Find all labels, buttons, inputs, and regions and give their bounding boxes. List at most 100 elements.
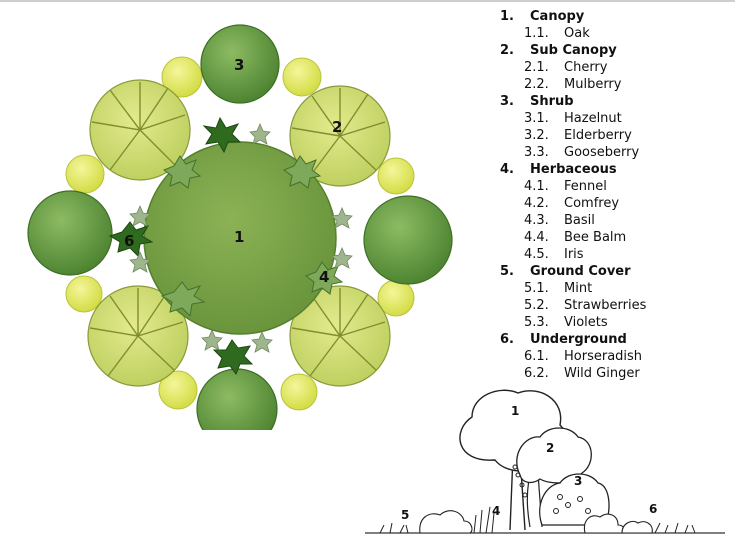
- legend-item-name: Oak: [564, 26, 590, 41]
- ground-star: [129, 250, 151, 273]
- ground-star: [331, 206, 353, 229]
- legend-group-number: 1.: [500, 9, 514, 24]
- legend-item-number: 5.3.: [524, 315, 549, 330]
- legend-item-name: Mint: [564, 281, 593, 296]
- legend-item-number: 3.1.: [524, 111, 549, 126]
- legend-item: 4.5.Iris: [500, 246, 730, 263]
- legend-item-name: Fennel: [564, 179, 607, 194]
- legend-item-name: Horseradish: [564, 349, 643, 364]
- legend-item: 4.2. Comfrey: [500, 195, 730, 212]
- legend-item-name: Hazelnut: [564, 111, 622, 126]
- legend-item: 1.1. Oak: [500, 25, 730, 42]
- plan-label: 2: [332, 118, 342, 136]
- legend-item-number: 4.4.: [524, 230, 549, 245]
- berry-dot: [577, 496, 583, 502]
- berry-dot: [565, 502, 571, 508]
- legend-group-header: 6. Underground: [500, 331, 730, 348]
- guild-profile-sketch: 1 2 3 4 5 6: [365, 389, 725, 534]
- legend-item: 3.1. Hazelnut: [500, 110, 730, 127]
- legend-item-name: Bee Balm: [564, 230, 627, 245]
- herb-star: [162, 155, 202, 189]
- herb-star: [202, 116, 242, 154]
- berry-dot: [522, 492, 528, 498]
- ground-cover-circle: [161, 56, 203, 98]
- berry-dot: [557, 494, 563, 500]
- legend-group-header: 3. Shrub: [500, 93, 730, 110]
- legend-item-number: 4.1.: [524, 179, 549, 194]
- legend-item: 6.1. Horseradish: [500, 348, 730, 365]
- ground-star: [251, 330, 273, 353]
- legend-item: 4.1. Fennel: [500, 178, 730, 195]
- legend-item: 5.3.Violets: [500, 314, 730, 331]
- profile-label: 3: [574, 474, 582, 488]
- profile-label: 1: [511, 404, 519, 418]
- legend-item-number: 5.2.: [524, 298, 549, 313]
- shrub-right: [363, 195, 453, 285]
- legend-item-number: 1.1.: [524, 26, 549, 41]
- legend-item-name: Basil: [564, 213, 595, 228]
- legend-item-number: 2.2.: [524, 77, 549, 92]
- legend-item-number: 3.3.: [524, 145, 549, 160]
- legend-item: 6.2. Wild Ginger: [500, 365, 730, 382]
- legend-group: 4. Herbaceous 4.1. Fennel 4.2. Comfrey 4.3. Bas…: [500, 161, 730, 263]
- legend-group-header: 5. Ground Cover: [500, 263, 730, 280]
- profile-label: 4: [492, 504, 500, 518]
- legend-item: 4.3. Basil: [500, 212, 730, 229]
- legend-group-name: Shrub: [530, 94, 574, 109]
- legend-item-name: Strawberries: [564, 298, 647, 313]
- legend-item-number: 4.2.: [524, 196, 549, 211]
- legend-group-name: Herbaceous: [530, 162, 617, 177]
- legend-item: 3.3. Gooseberry: [500, 144, 730, 161]
- top-divider: [0, 0, 735, 2]
- shrub-left: [27, 190, 113, 276]
- legend-group-number: 3.: [500, 94, 514, 109]
- berry-dot: [553, 508, 559, 514]
- ground-star: [331, 246, 353, 269]
- legend-group-header: 2. Sub Canopy: [500, 42, 730, 59]
- legend-item-number: 4.5.: [524, 247, 549, 262]
- legend-group: 6. Underground 6.1. Horseradish 6.2. Wild Gin…: [500, 331, 730, 382]
- legend-item: 5.1. Mint: [500, 280, 730, 297]
- subcanopy-tree-bottom-right: [289, 285, 391, 387]
- berry-dot: [512, 464, 518, 470]
- legend-group-header: 1. Canopy: [500, 8, 730, 25]
- herb-star: [282, 155, 322, 189]
- guild-plan-diagram: 1 2 3 4 6: [27, 24, 453, 430]
- herb-star: [212, 339, 254, 376]
- legend-item-number: 6.1.: [524, 349, 549, 364]
- ground-cover-circle: [282, 57, 322, 97]
- ground-cover-circle: [158, 370, 198, 410]
- legend-item-number: 5.1.: [524, 281, 549, 296]
- legend-item-number: 6.2.: [524, 366, 549, 381]
- legend-group-header: 4. Herbaceous: [500, 161, 730, 178]
- berry-dot: [515, 472, 521, 478]
- ground-cover-circle: [65, 275, 103, 313]
- ground-cover-circle: [280, 373, 318, 411]
- legend-item-number: 4.3.: [524, 213, 549, 228]
- plan-label: 4: [319, 268, 329, 286]
- herb-star: [160, 281, 206, 318]
- profile-label: 2: [546, 441, 554, 455]
- ground-cover-circle: [377, 157, 415, 195]
- legend-item-name: Comfrey: [564, 196, 620, 211]
- ground-star: [129, 204, 151, 227]
- legend-item: 2.1.Cherry: [500, 59, 730, 76]
- legend-group-number: 6.: [500, 332, 514, 347]
- legend-item-name: Wild Ginger: [564, 366, 640, 381]
- legend-group-number: 4.: [500, 162, 514, 177]
- profile-label: 5: [401, 508, 409, 522]
- legend-group-number: 5.: [500, 264, 514, 279]
- legend-group-number: 2.: [500, 43, 514, 58]
- legend-group-name: Underground: [530, 332, 627, 347]
- legend-item-number: 2.1.: [524, 60, 549, 75]
- legend-group: 1. Canopy 1.1. Oak: [500, 8, 730, 42]
- legend-group-name: Ground Cover: [530, 264, 631, 279]
- legend-item-name: Gooseberry: [564, 145, 640, 160]
- legend-group-name: Sub Canopy: [530, 43, 617, 58]
- legend-item: 2.2.Mulberry: [500, 76, 730, 93]
- legend-group-name: Canopy: [530, 9, 585, 24]
